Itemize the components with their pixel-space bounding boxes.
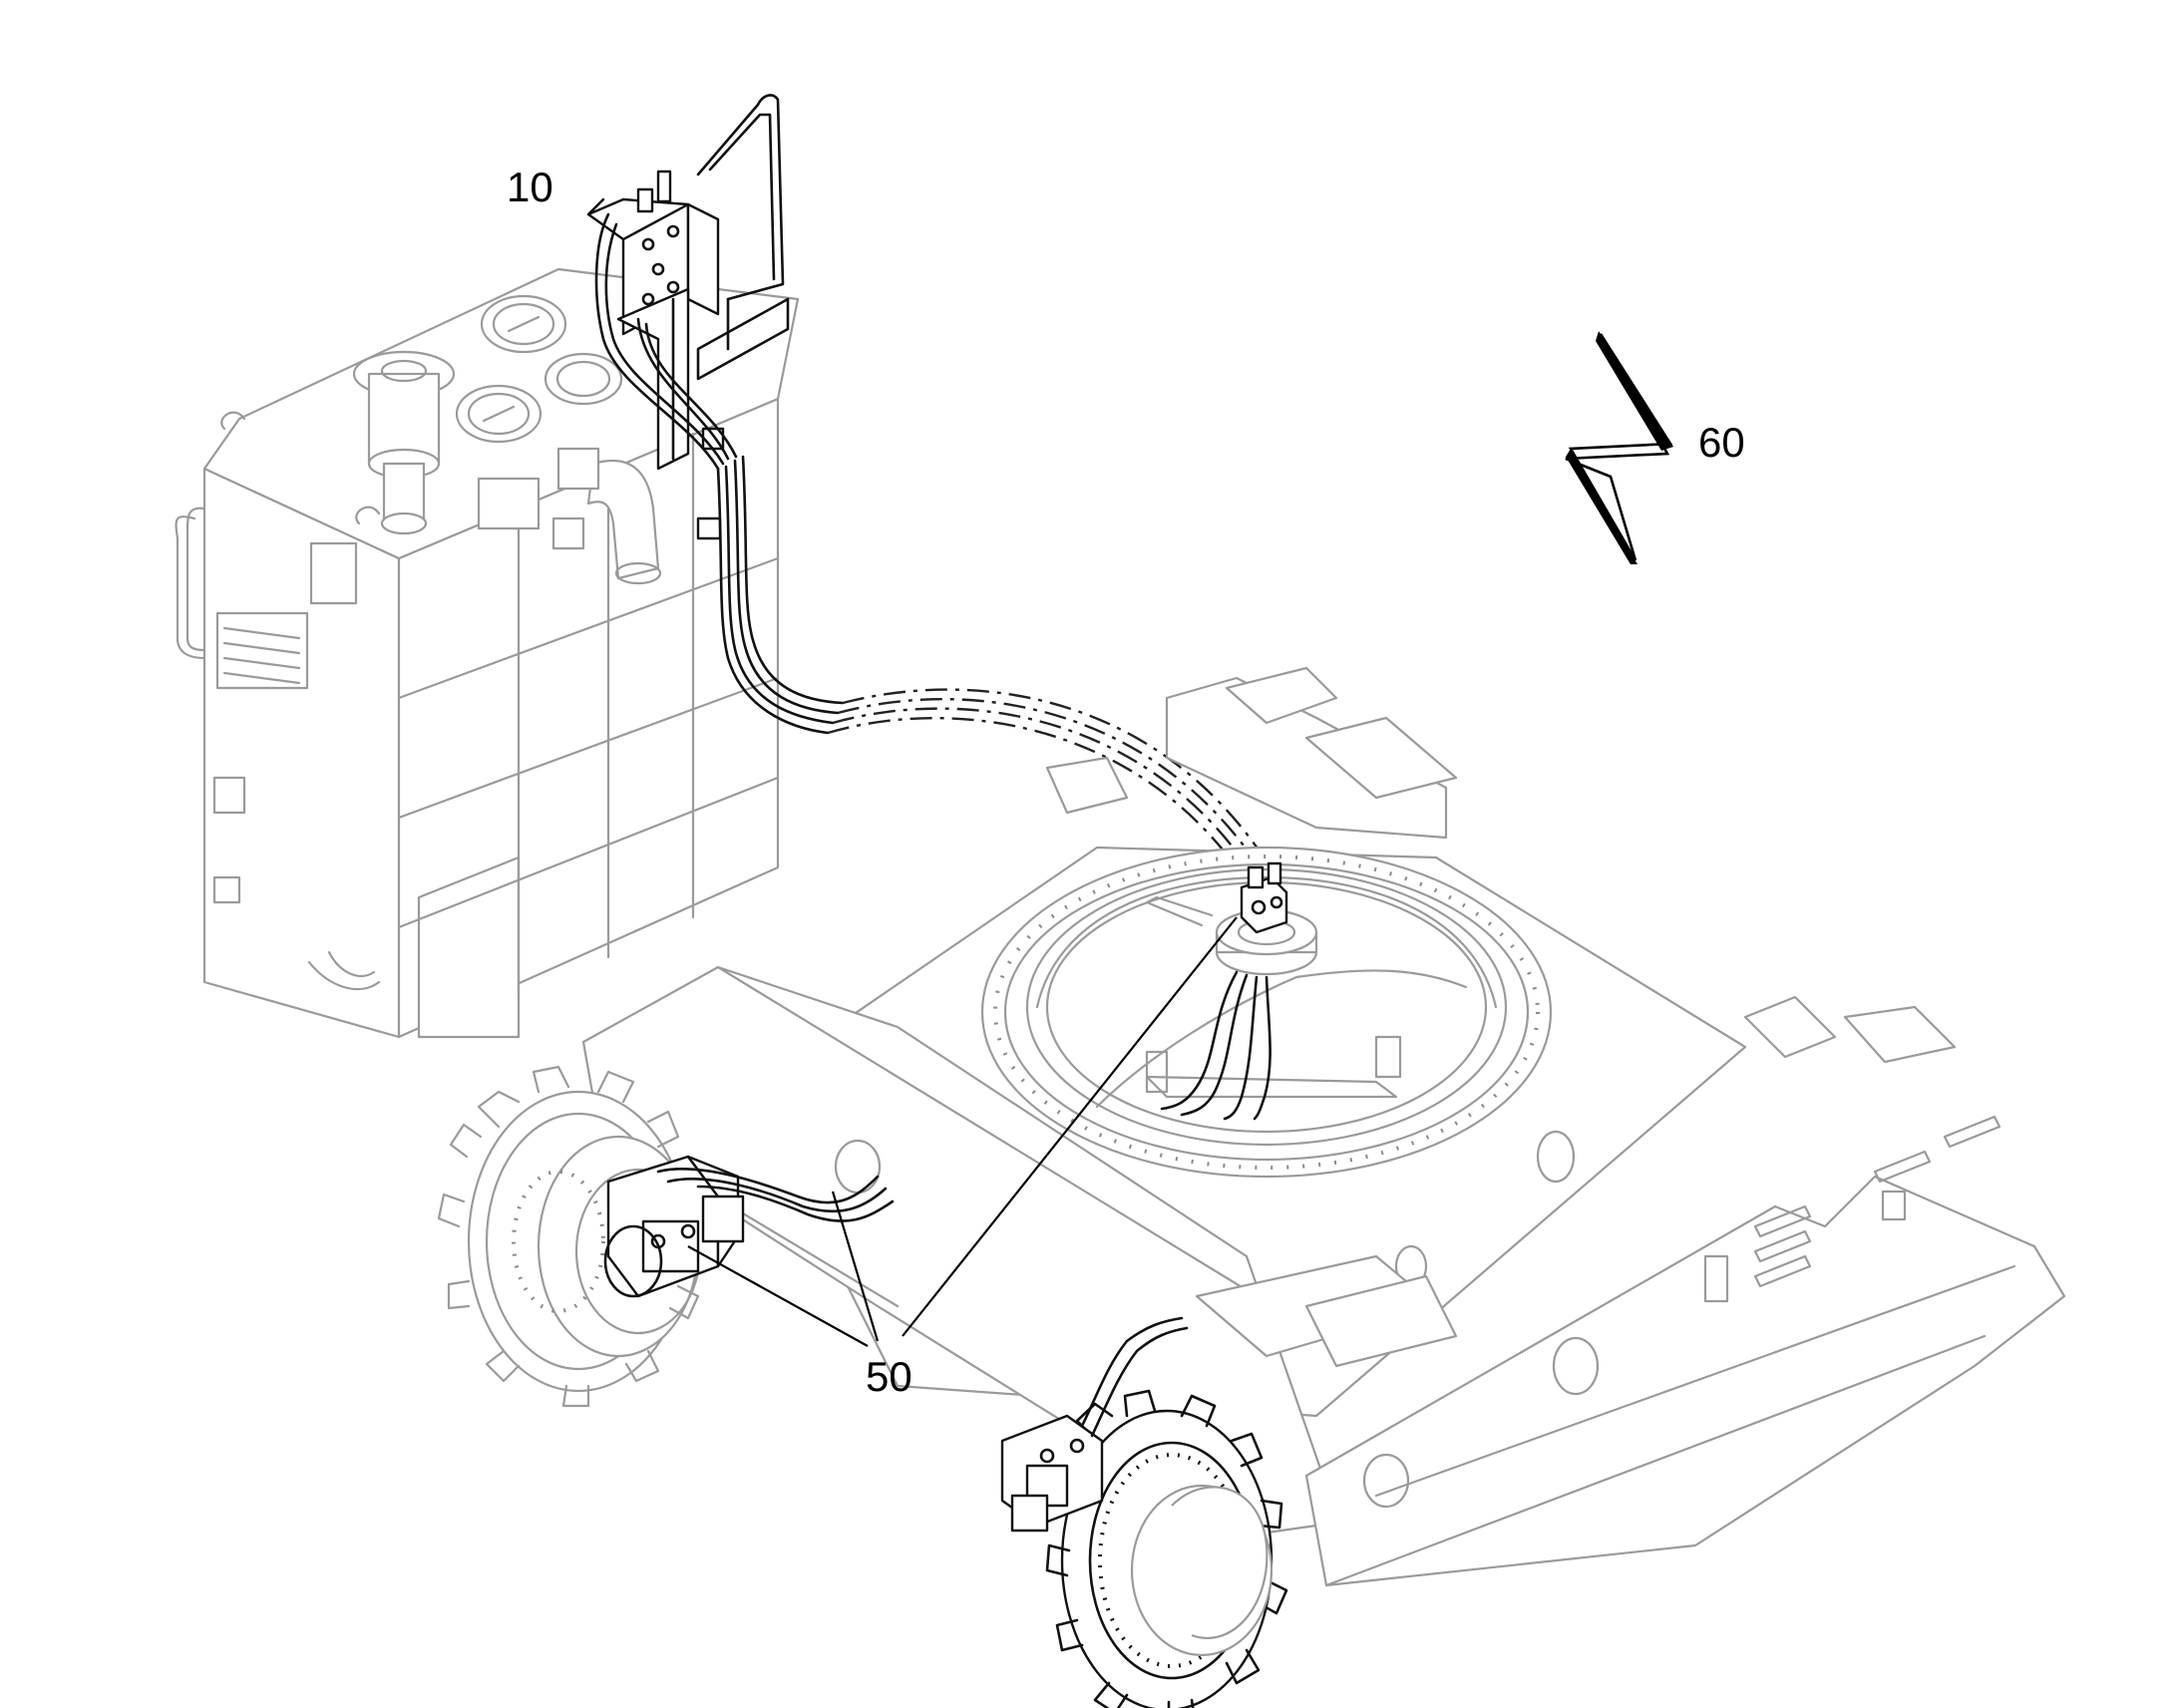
- hose-bundle: [716, 455, 845, 735]
- gauge-middle: [455, 384, 543, 444]
- upper-carriage-unit: [175, 267, 800, 1039]
- gauge-right: [544, 352, 623, 406]
- valve-block-assembly: [586, 94, 790, 540]
- swing-ring: [980, 846, 1553, 1179]
- hose-continuation-lines: [827, 688, 1269, 868]
- label-50: 50: [866, 1353, 912, 1400]
- elbow-pipe: [556, 447, 662, 585]
- vent-grille: [215, 611, 309, 690]
- right-drive-motor: [1000, 1316, 1189, 1533]
- rotary-joint: [1145, 861, 1318, 1121]
- label-10: 10: [507, 164, 553, 210]
- filler-cap: [352, 350, 456, 535]
- gauge-upper: [480, 294, 567, 354]
- left-drive-motor: [603, 1155, 895, 1298]
- machine-reference-arrow: [1565, 331, 1673, 564]
- label-60: 60: [1698, 419, 1745, 466]
- reference-numerals: 10 60 50: [507, 164, 1745, 1400]
- right-drive-sprocket: [1045, 1389, 1288, 1708]
- leader-lines: [687, 916, 1238, 1347]
